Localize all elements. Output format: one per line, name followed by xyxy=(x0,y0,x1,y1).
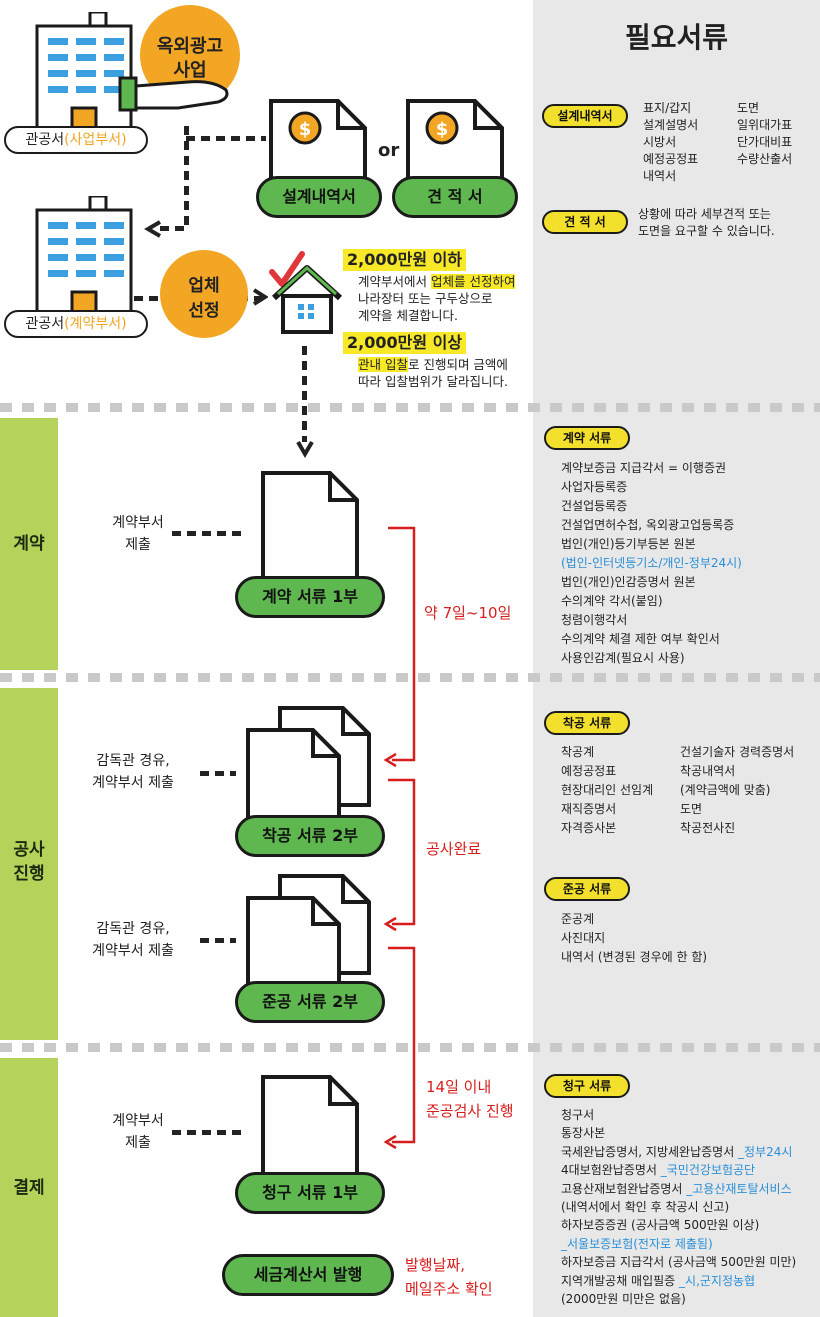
under-amount-note: 계약부서에서 업체를 선정하여 나라장터 또는 구두상으로 계약을 체결합니다. xyxy=(358,274,516,323)
start-docs-tag: 착공 서류 xyxy=(544,711,630,735)
contract-doc-item: 사용인감계(필요시 사용) xyxy=(561,651,685,665)
work-done-text: 공사완료 xyxy=(426,840,482,858)
claim-docs-tag: 청구 서류 xyxy=(544,1074,630,1098)
contract-doc-item: 법인(개인)등기부등본 원본 xyxy=(561,537,696,551)
contract-doc-item: 법인(개인)인감증명서 원본 xyxy=(561,575,696,589)
tax-note-1: 발행날짜, xyxy=(405,1256,465,1274)
section-construction-label: 공사 진행 xyxy=(13,840,45,884)
complete-submit-text: 감독관 경유, 계약부서 제출 xyxy=(92,921,174,959)
flow-dash xyxy=(302,346,307,442)
claim-doc-item: 청구서 xyxy=(561,1108,595,1122)
claim-doc-item: 통장사본 xyxy=(561,1126,606,1141)
red-timeline-1 xyxy=(383,526,416,768)
contract-doc-item: 수의계약 체결 제한 여부 확인서 xyxy=(561,632,720,646)
contract-submit-text: 계약부서 제출 xyxy=(112,515,164,553)
svg-text:$: $ xyxy=(436,119,449,140)
vendor-select-circle xyxy=(160,250,248,338)
svg-text:$: $ xyxy=(299,119,312,140)
design-doc-pill: 설계내역서 xyxy=(256,176,382,218)
start-docs-list-1: 착공계 예정공정표 현장대리인 선임계 재직증명서 자격증사본 xyxy=(561,745,654,835)
over-amount-badge: 2,000만원 이상 xyxy=(343,332,467,354)
inspection-text-1: 14일 이내 xyxy=(426,1078,492,1096)
contract-doc-item: (법인-인터넷등기소/개인-정부24시) xyxy=(561,556,742,570)
office-business-label: 관공서(사업부서) xyxy=(4,126,148,154)
office-contract-label: 관공서(계약부서) xyxy=(4,310,148,338)
section-contract-label: 계약 xyxy=(13,534,45,554)
bubble-text-2: 사업 xyxy=(173,60,207,81)
contract-docs-tag: 계약 서류 xyxy=(544,426,630,450)
flow-dash xyxy=(160,226,188,231)
contract-doc-item: 건설업면허수첩, 옥외광고업등록증 xyxy=(561,518,735,532)
separator xyxy=(0,1043,820,1052)
or-text: or xyxy=(378,140,400,161)
start-doc-pill: 착공 서류 2부 xyxy=(235,815,385,857)
contract-doc-item: 계약보증금 지급각서 = 이행증권 xyxy=(561,461,727,475)
flow-dash xyxy=(172,531,244,536)
contract-doc-item: 청렴이행각서 xyxy=(561,613,628,627)
vendor-select-text-2: 선정 xyxy=(188,301,220,321)
claim-doc-item: _서울보증보험(전자로 제출됨) xyxy=(561,1236,713,1251)
house-check-icon xyxy=(269,251,343,334)
contract-doc-item: 건설업등록증 xyxy=(561,499,628,513)
red-timeline-3 xyxy=(383,946,416,1150)
claim-submit-text: 계약부서 제출 xyxy=(112,1113,164,1151)
contract-days-text: 약 7일~10일 xyxy=(424,604,512,622)
claim-doc-item: (내역서에서 확인 후 착공시 신고) xyxy=(561,1200,730,1215)
estimate-doc-pill: 견 적 서 xyxy=(392,176,518,218)
arrow-down-icon xyxy=(296,440,314,458)
design-doc-tag: 설계내역서 xyxy=(542,104,628,128)
section-construction: 공사 진행 xyxy=(0,688,58,1040)
red-timeline-2 xyxy=(383,778,416,932)
tax-note-2: 메일주소 확인 xyxy=(405,1280,493,1298)
flow-dash xyxy=(186,136,266,141)
complete-docs-tag: 준공 서류 xyxy=(544,877,630,901)
complete-docs-list: 준공계 사진대지 내역서 (변경된 경우에 한 함) xyxy=(561,912,708,964)
start-docs-list-2: 건설기술자 경력증명서 착공내역서 (계약금액에 맞춤) 도면 착공전사진 xyxy=(680,745,795,835)
start-submit-text: 감독관 경유, 계약부서 제출 xyxy=(92,753,174,791)
flow-dash xyxy=(184,126,189,226)
flow-dash xyxy=(200,938,236,943)
section-payment-label: 결제 xyxy=(13,1178,45,1198)
claim-doc-item: 하자보증증권 (공사금액 500만원 이상) xyxy=(561,1218,760,1233)
government-building-icon xyxy=(35,12,133,142)
claim-doc-icon xyxy=(261,1075,359,1185)
claim-doc-item: 4대보험완납증명서 _국민건강보험공단 xyxy=(561,1163,756,1178)
claim-doc-item: 고용산재보험완납증명서 _고용산재토탈서비스 xyxy=(561,1181,792,1196)
arrow-left-icon xyxy=(144,220,162,238)
arrow-right-icon xyxy=(252,288,268,306)
design-doc-list-2: 도면 일위대가표 단가대비표 수량산출서 xyxy=(737,101,793,166)
separator xyxy=(0,403,820,412)
estimate-note: 상황에 따라 세부견적 또는 도면을 요구할 수 있습니다. xyxy=(638,207,775,238)
claim-doc-item: 국세완납증명서, 지방세완납증명서 _정부24시 xyxy=(561,1144,793,1159)
contract-doc-icon xyxy=(261,471,359,587)
over-amount-note: 관내 입찰로 진행되며 금액에 따라 입찰범위가 달라집니다. xyxy=(358,357,508,389)
complete-doc-pill: 준공 서류 2부 xyxy=(235,981,385,1023)
tax-invoice-pill: 세금계산서 발행 xyxy=(222,1254,394,1296)
government-building-icon xyxy=(35,196,133,326)
separator xyxy=(0,673,820,682)
flow-dash xyxy=(172,1130,244,1135)
contract-doc-item: 사업자등록증 xyxy=(561,480,628,494)
vendor-select-text-1: 업체 xyxy=(188,276,220,296)
claim-doc-item: (2000만원 미만은 없음) xyxy=(561,1292,686,1307)
inspection-text-2: 준공검사 진행 xyxy=(426,1102,514,1120)
complete-docs-icon xyxy=(246,874,371,994)
contract-doc-item: 수의계약 각서(붙임) xyxy=(561,594,663,608)
flow-dash xyxy=(200,771,236,776)
under-amount-badge: 2,000만원 이하 xyxy=(343,249,467,271)
section-contract: 계약 xyxy=(0,418,58,670)
claim-doc-item: 지역개발공채 매입필증 _시,군지정농협 xyxy=(561,1273,756,1288)
estimate-tag: 견 적 서 xyxy=(542,210,628,234)
claim-doc-pill: 청구 서류 1부 xyxy=(235,1172,385,1214)
section-payment: 결제 xyxy=(0,1058,58,1317)
claim-doc-item: 하자보증금 지급각서 (공사금액 500만원 미만) xyxy=(561,1255,797,1270)
contract-doc-pill: 계약 서류 1부 xyxy=(235,576,385,618)
start-docs-icon xyxy=(246,706,371,826)
bubble-text-1: 옥외광고 xyxy=(156,36,224,57)
panel-title: 필요서류 xyxy=(624,21,729,54)
hand-icon xyxy=(118,76,229,112)
design-doc-list-1: 표지/갑지 설계설명서 시방서 예정공정표 내역서 xyxy=(643,101,699,183)
